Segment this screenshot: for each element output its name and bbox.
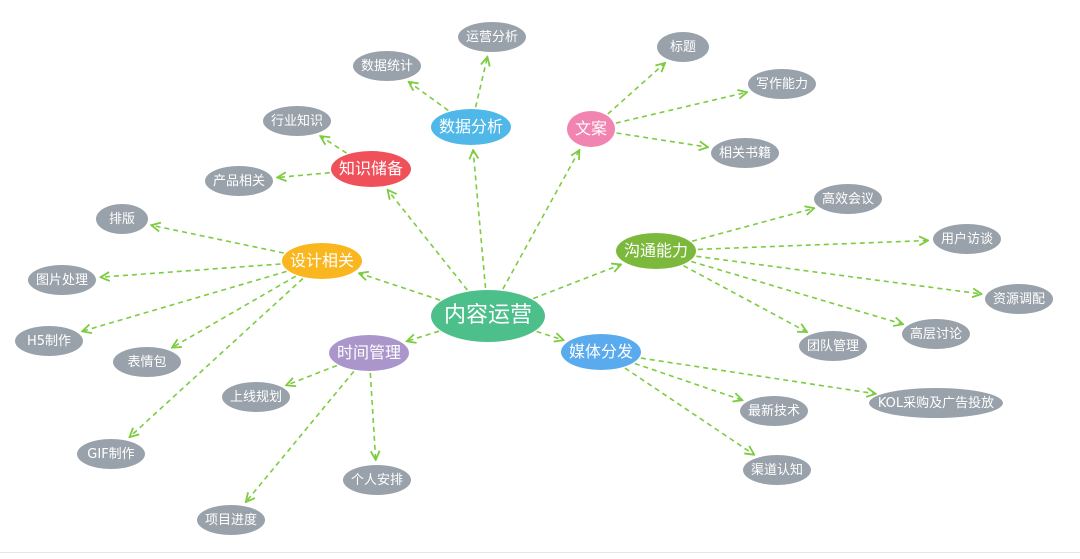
connector-root-to-comm xyxy=(533,265,621,300)
leaf-product-related[interactable]: 产品相关 xyxy=(205,166,273,196)
leaf-gif-production[interactable]: GIF制作 xyxy=(77,439,145,469)
connector-time-to-t-progress xyxy=(246,370,355,502)
leaf-resource-allocation[interactable]: 资源调配 xyxy=(985,284,1053,314)
connector-root-to-time xyxy=(407,330,440,341)
leaf-project-progress[interactable]: 项目进度 xyxy=(197,505,265,535)
connector-time-to-t-launch xyxy=(286,364,338,386)
leaf-personal-schedule[interactable]: 个人安排 xyxy=(343,465,411,495)
leaf-related-books[interactable]: 相关书籍 xyxy=(711,138,779,168)
connector-knowledge-to-k-industry xyxy=(320,136,347,154)
leaf-industry-knowledge[interactable]: 行业知识 xyxy=(263,106,331,136)
connector-design-to-g-sticker xyxy=(172,275,297,347)
connector-comm-to-m-resource xyxy=(696,255,981,294)
connector-comm-to-m-interview xyxy=(697,241,928,251)
leaf-channel-awareness[interactable]: 渠道认知 xyxy=(743,455,811,485)
leaf-writing-ability[interactable]: 写作能力 xyxy=(748,69,816,99)
leaf-image-processing[interactable]: 图片处理 xyxy=(28,265,96,295)
connector-copy-to-c-title xyxy=(607,63,665,115)
connector-copy-to-c-writing xyxy=(615,92,747,124)
leaf-sticker-pack[interactable]: 表情包 xyxy=(113,347,181,377)
connector-data-to-d-stats xyxy=(409,82,449,112)
leaf-headline[interactable]: 标题 xyxy=(657,32,709,62)
bottom-divider xyxy=(0,552,1080,553)
branch-copywriting[interactable]: 文案 xyxy=(567,111,615,147)
connector-design-to-g-layout xyxy=(151,225,284,254)
leaf-kol-ad-placement[interactable]: KOL采购及广告投放 xyxy=(869,388,1003,418)
connector-media-to-e-channel xyxy=(624,367,754,455)
connector-comm-to-m-meeting xyxy=(691,208,814,242)
branch-knowledge-reserve[interactable]: 知识储备 xyxy=(331,151,411,187)
connector-media-to-e-tech xyxy=(634,362,743,401)
connector-media-to-e-kol xyxy=(640,357,876,394)
connector-knowledge-to-k-product xyxy=(277,173,330,178)
leaf-senior-discussion[interactable]: 高层讨论 xyxy=(902,319,970,349)
leaf-operation-analysis[interactable]: 运营分析 xyxy=(458,22,526,52)
connector-root-to-media xyxy=(536,330,564,341)
connector-root-to-knowledge xyxy=(388,190,468,291)
connector-root-to-design xyxy=(359,273,441,301)
branch-time-management[interactable]: 时间管理 xyxy=(329,335,409,371)
connector-root-to-data xyxy=(473,150,487,289)
connector-design-to-g-gif xyxy=(130,277,304,438)
branch-data-analysis[interactable]: 数据分析 xyxy=(431,109,511,145)
connector-data-to-d-ops xyxy=(474,57,488,108)
connector-comm-to-m-team xyxy=(683,264,808,332)
root-node-content-operation[interactable]: 内容运营 xyxy=(431,290,545,342)
leaf-latest-technology[interactable]: 最新技术 xyxy=(740,396,808,426)
connector-copy-to-c-books xyxy=(616,132,709,147)
connector-comm-to-m-senior xyxy=(691,260,903,325)
leaf-user-interviews[interactable]: 用户访谈 xyxy=(933,224,1001,254)
leaf-typesetting[interactable]: 排版 xyxy=(96,204,148,234)
branch-communication-ability[interactable]: 沟通能力 xyxy=(616,233,696,269)
leaf-data-statistics[interactable]: 数据统计 xyxy=(353,51,421,81)
leaf-h5-production[interactable]: H5制作 xyxy=(15,326,83,356)
connector-time-to-t-personal xyxy=(369,372,375,460)
connector-root-to-copy xyxy=(502,150,580,290)
leaf-launch-planning[interactable]: 上线规划 xyxy=(222,382,290,412)
connector-design-to-g-image xyxy=(101,263,281,277)
branch-media-distribution[interactable]: 媒体分发 xyxy=(561,334,641,370)
leaf-team-management[interactable]: 团队管理 xyxy=(799,331,867,361)
branch-design-related[interactable]: 设计相关 xyxy=(282,243,362,279)
leaf-efficient-meetings[interactable]: 高效会议 xyxy=(814,184,882,214)
